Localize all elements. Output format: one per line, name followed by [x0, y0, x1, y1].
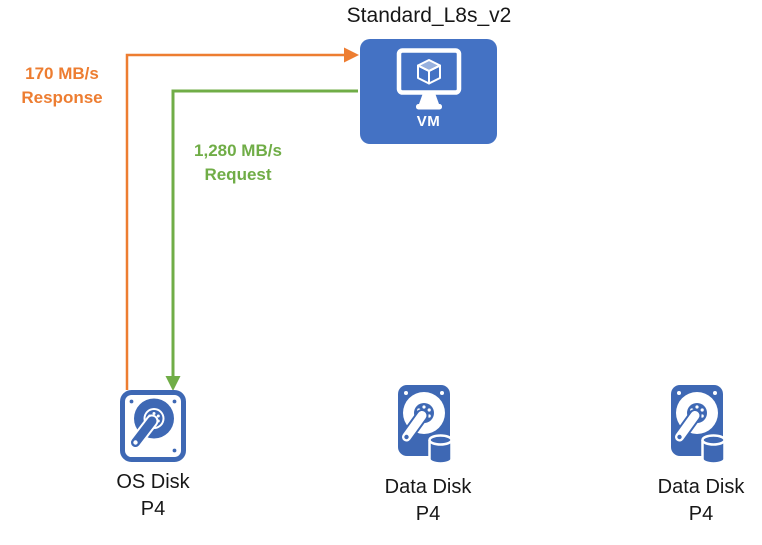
- response-direction: Response: [21, 87, 103, 107]
- vm-size-title: Standard_L8s_v2: [346, 4, 512, 27]
- os-disk-node: OS Disk P4: [83, 390, 223, 523]
- request-direction: Request: [204, 164, 272, 184]
- request-rate: 1,280 MB/s: [194, 141, 282, 160]
- disk-tier: P4: [140, 498, 166, 520]
- vm-monitor-cube-icon: [396, 48, 461, 110]
- data-hard-disk-icon: [398, 385, 453, 465]
- disk-name: Data Disk: [657, 476, 745, 498]
- request-arrow-line: [171, 89, 358, 376]
- vm-label: VM: [416, 113, 441, 130]
- vm-node: VM: [360, 39, 497, 144]
- data-disk-node-2: Data Disk P4: [631, 383, 762, 528]
- data-disk-node-1: Data Disk P4: [358, 383, 498, 528]
- request-flow-label: 1,280 MB/s Request: [172, 139, 304, 187]
- data-hard-disk-icon: [671, 385, 726, 465]
- os-hard-disk-icon: [120, 390, 186, 462]
- disk-tier: P4: [688, 503, 714, 525]
- response-flow-label: 170 MB/s Response: [6, 62, 118, 110]
- response-arrow-line: [125, 53, 344, 390]
- disk-name: OS Disk: [116, 471, 190, 493]
- disk-tier: P4: [415, 503, 441, 525]
- request-arrowhead: [165, 376, 181, 391]
- response-rate: 170 MB/s: [25, 64, 99, 83]
- response-arrowhead: [344, 47, 359, 63]
- disk-name: Data Disk: [384, 476, 472, 498]
